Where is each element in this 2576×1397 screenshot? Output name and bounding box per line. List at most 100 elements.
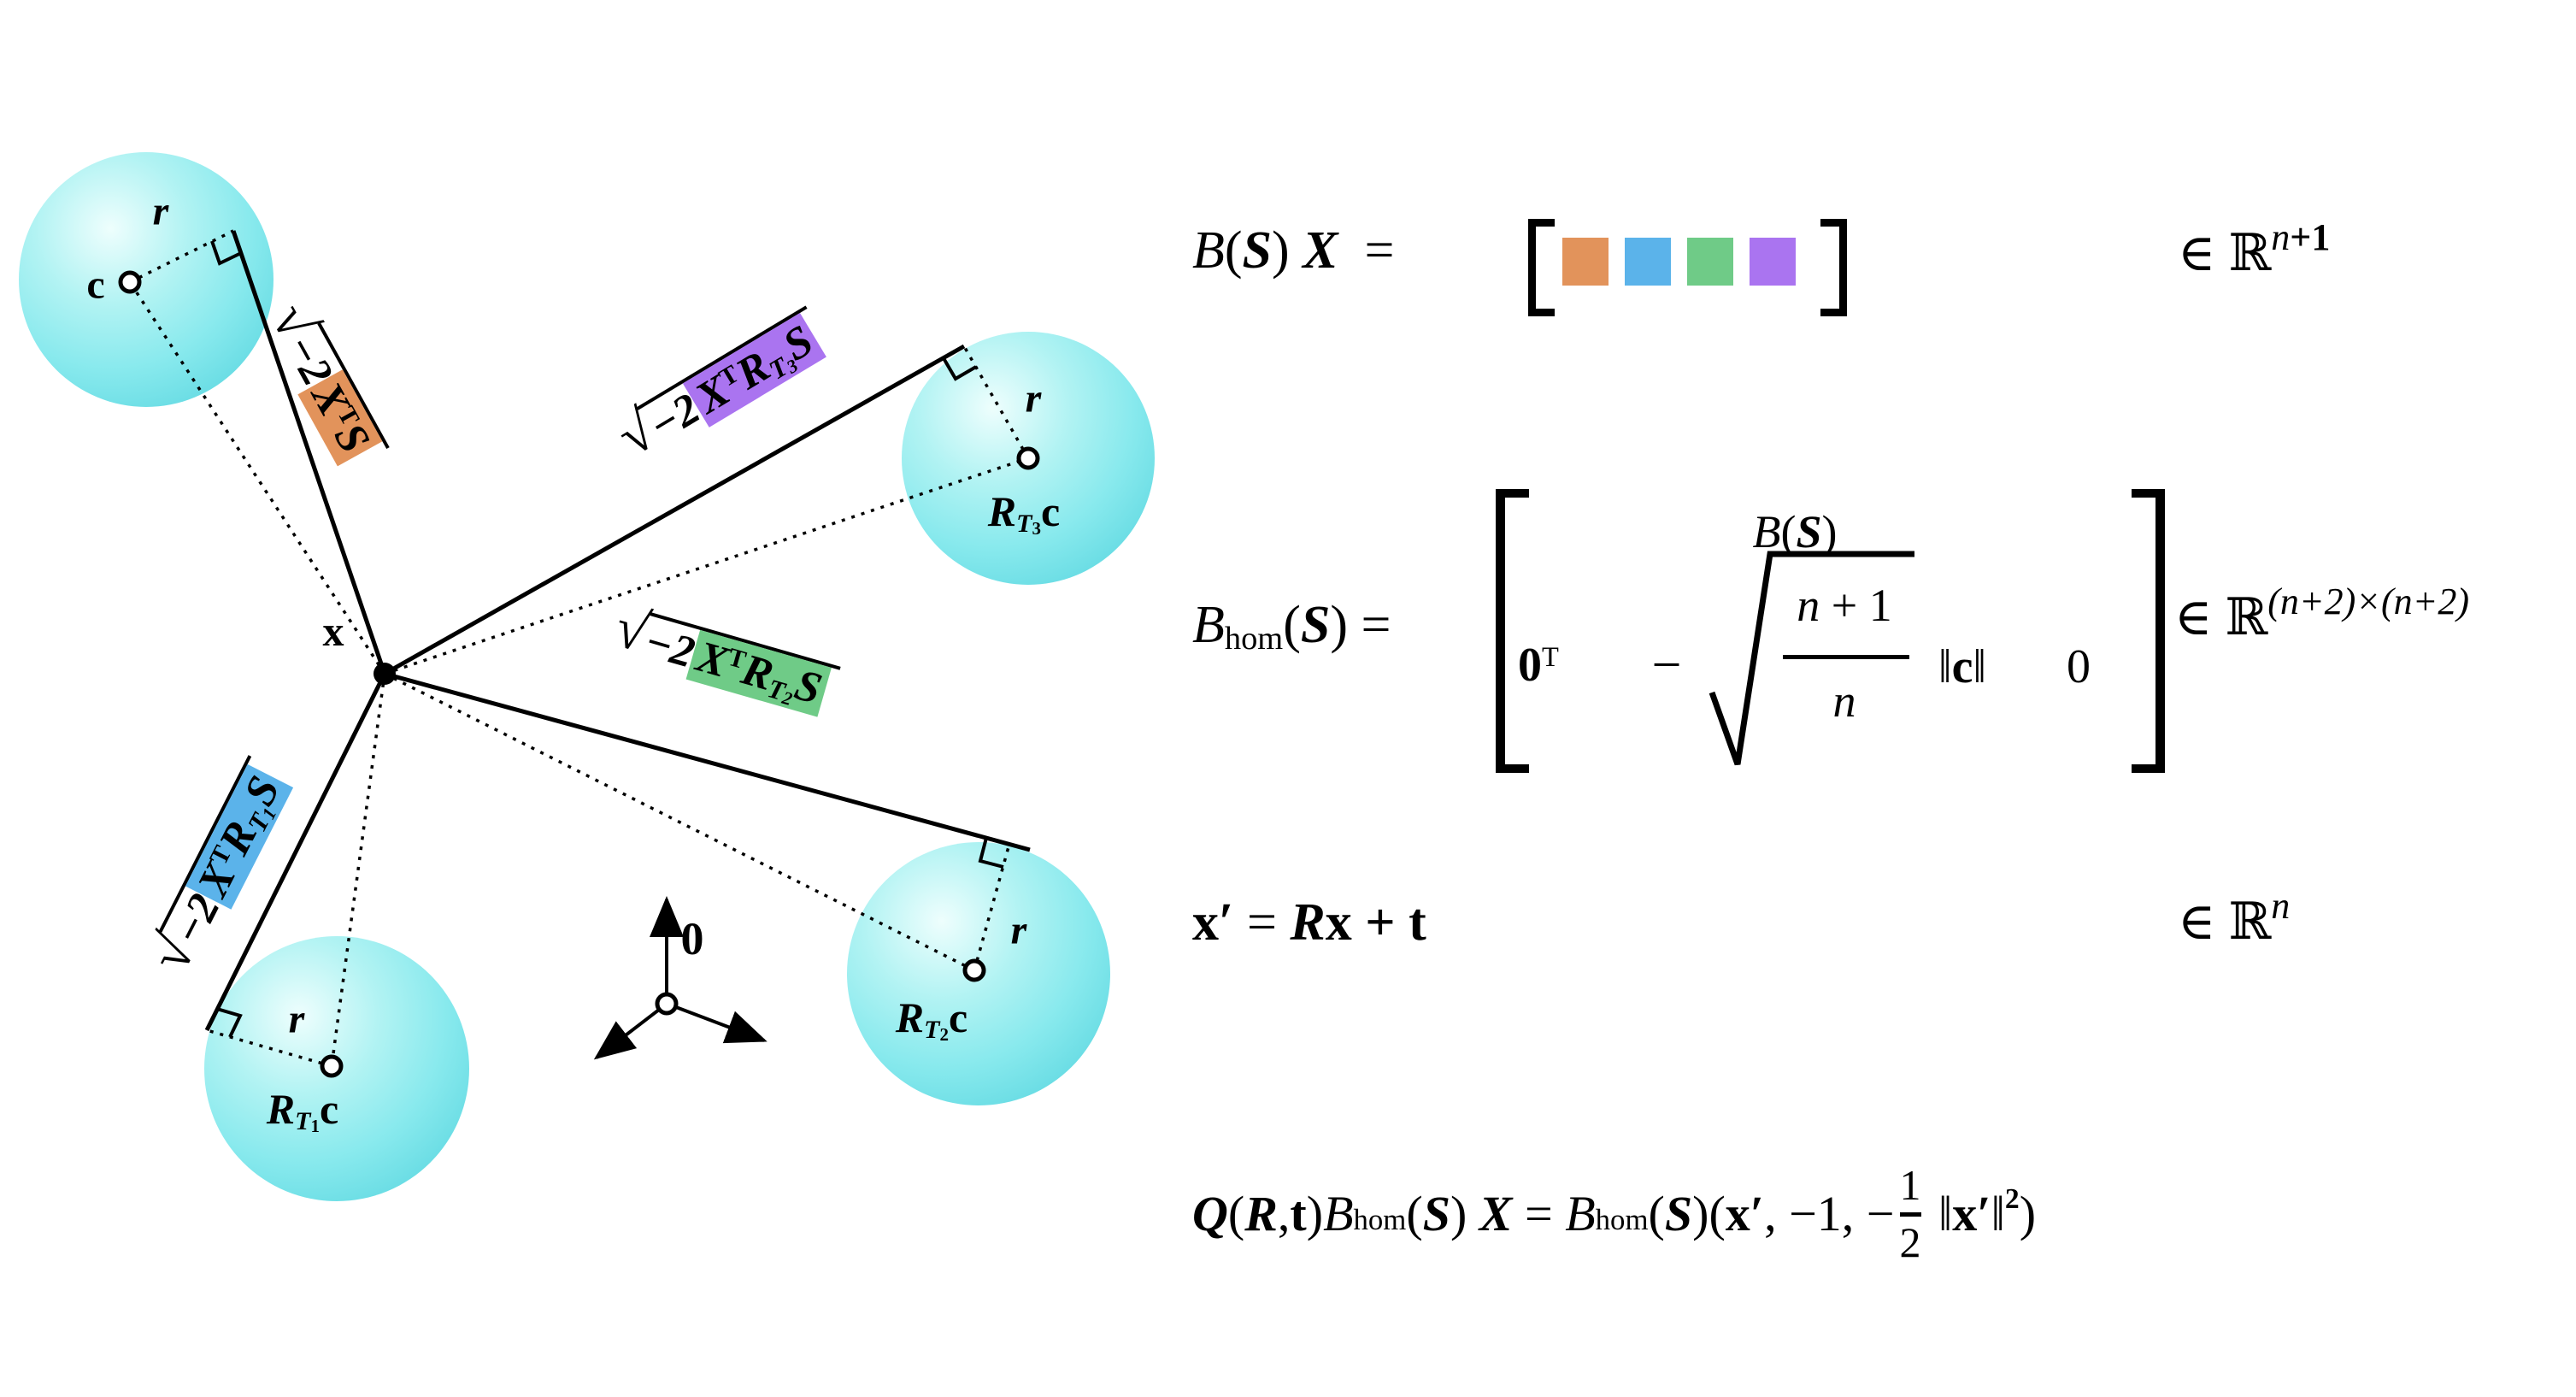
eq1-paren-close: ) (1272, 221, 1290, 280)
eq1-equals: = (1364, 221, 1395, 280)
eq2-zero-transpose: T (1542, 642, 1559, 674)
center-marker-rt1 (320, 1054, 344, 1078)
origin-marker (655, 992, 679, 1016)
eq1-sup-plus1: +1 (2290, 215, 2331, 258)
matrix-frac-den: n (1833, 678, 1856, 724)
eq4-hom2: hom (1595, 1203, 1649, 1237)
eq2-norm-left: ‖ (1938, 640, 1952, 693)
eq3-x2: x (1325, 893, 1352, 952)
eq4-t: t (1290, 1186, 1307, 1241)
matrix-bracket-left (1496, 489, 1529, 773)
eq1-B: B (1192, 221, 1225, 280)
eq4-p4: ) (1450, 1186, 1467, 1241)
eq3-prime: ′ (1219, 893, 1234, 952)
eq4-S2: S (1664, 1186, 1693, 1241)
rt2-T: T (924, 1015, 940, 1044)
eq4-hom: hom (1353, 1203, 1407, 1237)
vector-block-purple (1750, 238, 1796, 286)
eq4-prime2: ′ (1977, 1186, 1991, 1241)
label-RT2c: RT2c (895, 993, 968, 1046)
eq2-membership: ∈ ℝ(n+2)×(n+2) (2174, 582, 2469, 645)
sqt2-s: S (789, 660, 827, 715)
eq3-x: x (1192, 893, 1219, 952)
eq3-t: t (1409, 893, 1426, 952)
origin-frame (593, 896, 768, 1060)
label-x: x (322, 607, 344, 655)
matrix-norm-c: ‖c‖ (1938, 643, 1986, 691)
eq4-norm-left: ‖ (1938, 1186, 1953, 1241)
eq2-top-B: B (1752, 506, 1781, 557)
eq2-paren-close: ) (1330, 596, 1348, 654)
matrix-bracket-right (2132, 489, 2165, 773)
center-marker-c (118, 270, 142, 294)
rt1-R: R (266, 1085, 296, 1133)
matrix-zero-scalar: 0 (2067, 643, 2091, 691)
sphere-S (19, 152, 273, 407)
tangent-lines (204, 230, 1031, 1032)
rt3-n: 3 (1032, 518, 1041, 539)
eq4-equals: = (1524, 1186, 1553, 1241)
eq1-sup-n: n (2271, 215, 2291, 258)
eq2-norm-right: ‖ (1973, 640, 1987, 693)
label-RT1c: RT1c (266, 1084, 339, 1136)
eq4-mid: , −1, − (1764, 1186, 1895, 1241)
eq4-Q: Q (1192, 1186, 1228, 1241)
label-r-S: r (152, 188, 169, 234)
eq1-lhs: B(S) X = (1192, 224, 1395, 277)
eq4-x: x (1725, 1186, 1750, 1241)
eq3: x′ = Rx + t (1192, 896, 1426, 949)
eq3-sup-n: n (2271, 884, 2291, 927)
right-angle-marks (210, 240, 1004, 1038)
rt2-n: 2 (939, 1024, 949, 1046)
eq4-p8: ) (2019, 1186, 2037, 1241)
rt1-T: T (295, 1106, 311, 1135)
eq3-R: R (1290, 893, 1326, 952)
eq2-lhs: Bhom(S) = (1192, 596, 1391, 656)
eq1-S: S (1242, 221, 1273, 280)
vector-block-green (1687, 238, 1733, 286)
vector-block-orange (1562, 238, 1609, 286)
eq2-frac-n: n (1797, 580, 1820, 631)
spheres-diagram (19, 152, 1155, 1201)
rt3-R: R (987, 487, 1017, 535)
eq2-B: B (1192, 596, 1225, 654)
matrix-frac-bar (1783, 655, 1909, 659)
eq4-frac-bar (1899, 1211, 1921, 1217)
eq4-comma: , (1277, 1186, 1291, 1241)
vector-block-blue (1625, 238, 1671, 286)
eq1-in-R: ∈ ℝ (2178, 225, 2272, 281)
eq2-in-R: ∈ ℝ (2174, 589, 2268, 645)
matrix-top-BS: B(S) (1752, 509, 1837, 555)
eq2-sup-dims: (n+2)×(n+2) (2267, 580, 2469, 622)
point-x-dot (373, 663, 396, 685)
eq4-x2: x (1952, 1186, 1978, 1241)
eq4-prime: ′ (1750, 1186, 1765, 1241)
dotted-center-lines (128, 229, 1030, 1068)
eq2-hom: hom (1224, 621, 1284, 657)
matrix-zeroT: 0T (1518, 641, 1559, 689)
eq1-membership: ∈ ℝn+1 (2178, 218, 2330, 281)
eq4-p6: ) (1692, 1186, 1709, 1241)
rt1-c: c (319, 1085, 339, 1133)
rt3-T: T (1016, 509, 1032, 538)
label-RT3c: RT3c (987, 486, 1060, 539)
eq3-equals: = (1246, 893, 1277, 952)
rt2-R: R (895, 993, 925, 1041)
label-r-RT3: r (1025, 375, 1042, 421)
eq1-bracket-left (1528, 219, 1555, 316)
matrix-minus: − (1652, 639, 1682, 692)
eq1-X: X (1303, 221, 1338, 280)
eq3-plus: + (1365, 893, 1396, 952)
eq4-X: X (1479, 1186, 1513, 1241)
center-marker-rt3 (1016, 446, 1040, 470)
label-c: c (86, 262, 105, 308)
rt2-c: c (948, 993, 968, 1041)
eq2-paren-open: ( (1283, 596, 1301, 654)
eq4-R: R (1244, 1186, 1278, 1241)
center-marker-rt2 (962, 958, 986, 982)
eq4-p2: ) (1306, 1186, 1324, 1241)
eq4-p7: ( (1709, 1186, 1726, 1241)
eq2-S: S (1300, 596, 1331, 654)
eq4-frac-1: 1 (1899, 1161, 1921, 1209)
